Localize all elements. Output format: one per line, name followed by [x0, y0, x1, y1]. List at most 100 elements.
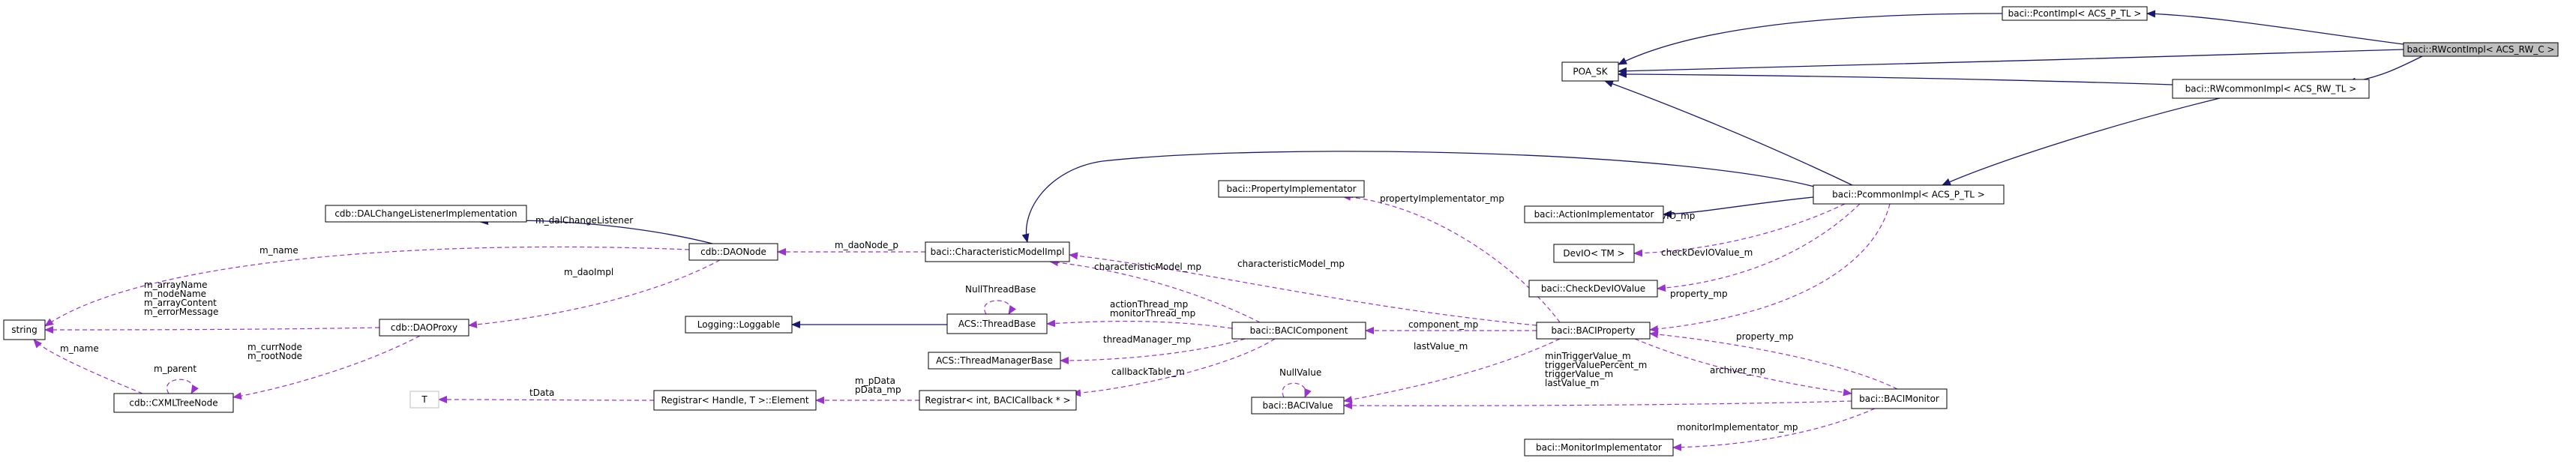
- edge-cxml-to-cxml: m_parent: [154, 364, 199, 394]
- edge-baciprop-to-bacivalue: lastValue_m: [1343, 338, 1561, 403]
- edge-daonode-to-daoproxy: m_daoImpl: [468, 259, 721, 328]
- node-box: [379, 319, 469, 337]
- edge-line: [1649, 203, 1891, 333]
- class-node-monimpl[interactable]: baci::MonitorImplementator: [1524, 439, 1674, 457]
- edge-line: [1663, 196, 1814, 218]
- class-node-string[interactable]: string: [3, 319, 46, 340]
- edge-label: NullThreadBase: [965, 284, 1036, 295]
- node-box: [925, 241, 1070, 262]
- edge-line: [44, 325, 380, 334]
- edge-label: threadManager_mp: [1103, 334, 1191, 345]
- node-box: [409, 391, 439, 409]
- node-label: T: [421, 394, 427, 405]
- class-node-registrar-int[interactable]: Registrar< int, BACICallback * >: [919, 390, 1077, 411]
- node-box: [113, 393, 234, 413]
- class-node-daonode[interactable]: cdb::DAONode: [688, 243, 778, 261]
- edge-line: [1672, 408, 1876, 451]
- node-box: [1218, 180, 1365, 198]
- class-node-devio[interactable]: DevIO< TM >: [1553, 244, 1635, 263]
- edge-bacivalue-to-bacivalue: NullValue: [1279, 367, 1321, 398]
- edge-line: [1060, 338, 1246, 364]
- node-box: [1851, 388, 1948, 409]
- edge-bacicomp-to-threadmgr: threadManager_mp: [1060, 334, 1246, 364]
- node-box: [1524, 439, 1674, 457]
- edge-line: [984, 300, 1017, 315]
- edge-pcommon-to-baciprop: property_mp: [1649, 203, 1891, 333]
- class-node-threadmgr[interactable]: ACS::ThreadManagerBase: [928, 352, 1061, 370]
- edge-line: [1633, 203, 1846, 257]
- edge-label: property_mp: [1736, 331, 1794, 342]
- edge-rwcommon-to-poa: [1618, 70, 2173, 85]
- node-box: [2002, 6, 2148, 21]
- node-label: baci::BACIValue: [1262, 400, 1333, 411]
- class-node-threadbase[interactable]: ACS::ThreadBase: [946, 313, 1048, 334]
- node-box: [1251, 397, 1345, 415]
- edge-line: [44, 246, 690, 327]
- edge-line: [2146, 10, 2404, 45]
- edge-pcont-to-poa: [1618, 13, 2003, 65]
- class-node-daoproxy[interactable]: cdb::DAOProxy: [379, 319, 469, 337]
- class-node-propimpl[interactable]: baci::PropertyImplementator: [1218, 180, 1365, 198]
- edge-pcommon-to-actimpl: [1663, 196, 1814, 218]
- edge-registrar_elem-to-t: tData: [438, 388, 655, 404]
- node-label: Registrar< Handle, T >::Element: [661, 395, 808, 406]
- edge-label: component_mp: [1408, 319, 1478, 330]
- class-node-registrar-elem[interactable]: Registrar< Handle, T >::Element: [653, 390, 817, 411]
- class-node-rwcommon[interactable]: baci::RWcommonImpl< ACS_RW_TL >: [2172, 79, 2370, 99]
- nodes-layer: baci::RWcontImpl< ACS_RW_C > baci::PcontI…: [3, 6, 2559, 457]
- edge-label: monitorImplementator_mp: [1677, 422, 1798, 433]
- class-node-bacivalue[interactable]: baci::BACIValue: [1251, 397, 1345, 415]
- edge-line: [1046, 319, 1233, 329]
- node-label: baci::RWcontImpl< ACS_RW_C >: [2407, 44, 2555, 55]
- class-node-checkdevio[interactable]: baci::CheckDevIOValue: [1528, 280, 1658, 298]
- edge-label: m_dalChangeListener: [535, 215, 633, 226]
- edge-pcommon-to-checkdevio: checkDevIOValue_m: [1657, 203, 1861, 292]
- class-node-t[interactable]: T: [409, 391, 439, 409]
- node-box: [928, 352, 1061, 370]
- edge-monitor-to-monimpl: monitorImplementator_mp: [1672, 408, 1876, 451]
- edge-label: callbackTable_m: [1111, 367, 1185, 377]
- edge-bacicomp-to-registrar_int: callbackTable_m: [1072, 338, 1276, 397]
- class-node-actimpl[interactable]: baci::ActionImplementator: [1524, 205, 1664, 223]
- edge-charmodel-to-daonode: m_daoNode_p: [777, 240, 925, 256]
- node-label: DevIO< TM >: [1563, 248, 1624, 259]
- class-node-rwcont[interactable]: baci::RWcontImpl< ACS_RW_C >: [2403, 42, 2559, 57]
- edge-rwcont-to-poa: [1618, 49, 2404, 75]
- edge-cxml-to-string: m_name: [33, 339, 143, 394]
- class-node-loggable[interactable]: Logging::Loggable: [685, 316, 793, 334]
- edge-line: [1021, 151, 1823, 243]
- class-node-dallistener[interactable]: cdb::DALChangeListenerImplementation: [325, 205, 527, 223]
- node-label: cdb::CXMLTreeNode: [129, 398, 217, 409]
- edge-line: [1618, 70, 2173, 85]
- edge-rwcommon-to-pcommon: [1942, 97, 2221, 186]
- class-node-pcont[interactable]: baci::PcontImpl< ACS_P_TL >: [2002, 6, 2148, 21]
- node-label: Registrar< int, BACICallback * >: [925, 395, 1070, 406]
- class-node-baciprop[interactable]: baci::BACIProperty: [1536, 322, 1651, 340]
- edge-label: m_name: [60, 343, 99, 354]
- edge-line: [166, 379, 199, 394]
- node-box: [653, 390, 817, 411]
- class-node-poa[interactable]: POA_SK: [1561, 61, 1619, 82]
- edge-threadbase-to-threadbase: NullThreadBase: [965, 284, 1036, 315]
- edge-line: [1618, 49, 2404, 75]
- node-label: baci::RWcommonImpl< ACS_RW_TL >: [2185, 84, 2357, 94]
- node-box: [1528, 280, 1658, 298]
- edge-monitor-to-baciprop: property_mp: [1649, 331, 1898, 390]
- edge-daonode-to-string: m_name: [44, 245, 690, 327]
- node-box: [688, 243, 778, 261]
- class-node-bacicomp[interactable]: baci::BACIComponent: [1231, 322, 1366, 340]
- edge-baciprop-to-charmodel: characteristicModel_mp: [1069, 252, 1537, 326]
- edge-pcommon-to-poa: [1604, 80, 1853, 186]
- edge-line: [2347, 55, 2423, 85]
- node-box: [2172, 79, 2370, 99]
- class-node-charmodel[interactable]: baci::CharacteristicModelImpl: [925, 241, 1070, 262]
- node-box: [919, 390, 1077, 411]
- edge-line: [33, 339, 143, 394]
- class-node-cxml[interactable]: cdb::CXMLTreeNode: [113, 393, 234, 413]
- class-node-monitor[interactable]: baci::BACIMonitor: [1851, 388, 1948, 409]
- class-node-pcommon[interactable]: baci::PcommonImpl< ACS_P_TL >: [1813, 184, 2005, 205]
